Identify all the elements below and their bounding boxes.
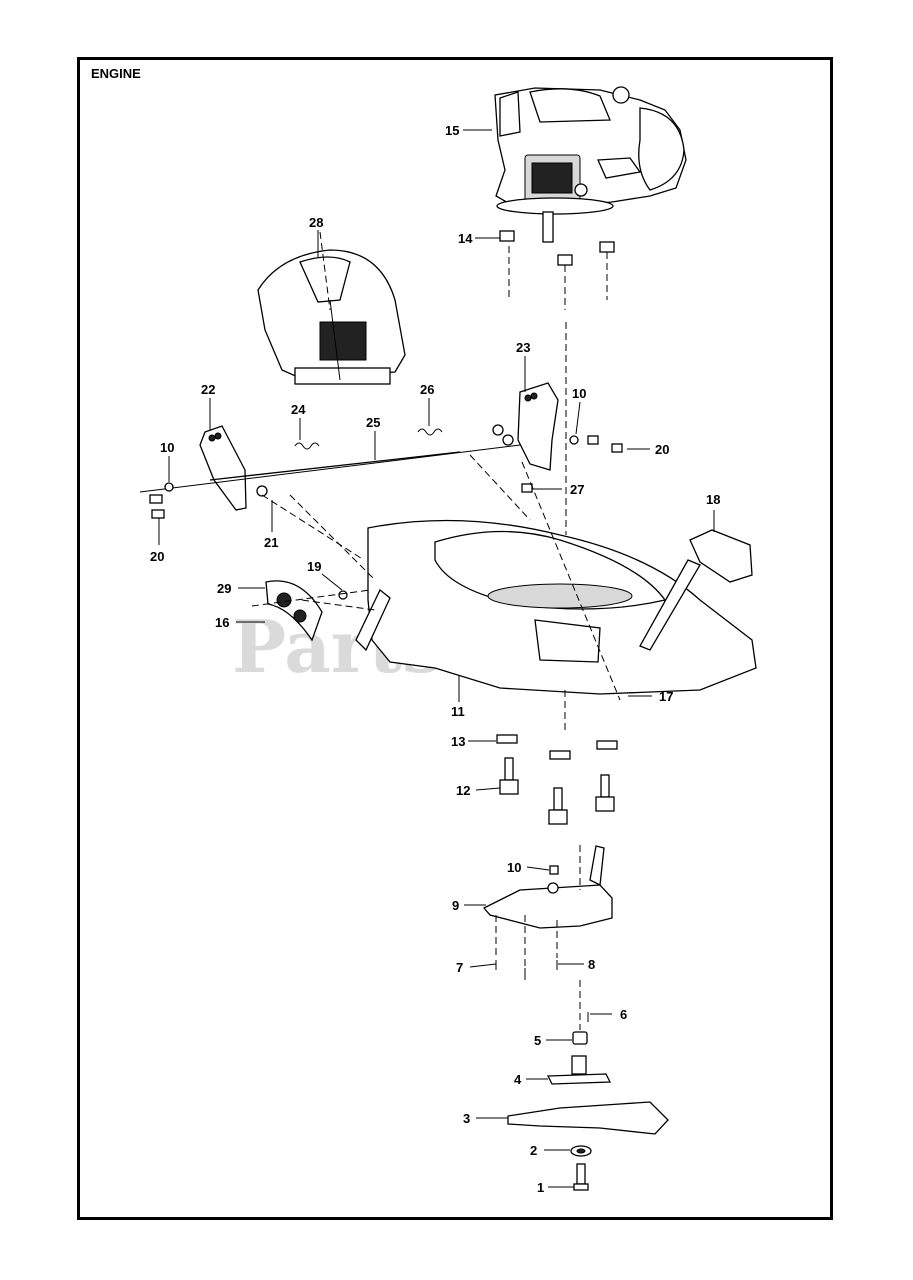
callout-5: 5 (534, 1033, 541, 1048)
callout-25: 25 (366, 415, 380, 430)
deck-part (355, 519, 757, 695)
callout-11: 11 (451, 704, 465, 719)
callout-1: 1 (537, 1180, 544, 1195)
callout-24: 24 (291, 402, 306, 417)
callout-10-left: 10 (160, 440, 174, 455)
callout-14: 14 (458, 231, 473, 246)
callout-20-left: 20 (150, 549, 164, 564)
callout-8: 8 (588, 957, 595, 972)
callout-16: 16 (215, 615, 229, 630)
callout-21: 21 (264, 535, 278, 550)
right-bracket-part (517, 382, 559, 471)
callout-13: 13 (451, 734, 465, 749)
callout-23: 23 (516, 340, 530, 355)
callout-9: 9 (452, 898, 459, 913)
callout-7: 7 (456, 960, 463, 975)
callout-12: 12 (456, 783, 470, 798)
callout-29: 29 (217, 581, 231, 596)
cover-part (257, 249, 406, 385)
diagram-frame (77, 57, 833, 1220)
callout-2: 2 (530, 1143, 537, 1158)
callout-22: 22 (201, 382, 215, 397)
leader-lines (158, 129, 715, 1188)
diagram-title: ENGINE (91, 66, 141, 81)
callout-26: 26 (420, 382, 434, 397)
callout-17: 17 (659, 689, 673, 704)
engine-part (494, 86, 687, 243)
callout-3: 3 (463, 1111, 470, 1126)
callout-4: 4 (514, 1072, 522, 1087)
callout-6: 6 (620, 1007, 627, 1022)
callout-15: 15 (445, 123, 459, 138)
callout-18: 18 (706, 492, 720, 507)
callout-10-right: 10 (572, 386, 586, 401)
callout-28: 28 (309, 215, 323, 230)
callout-10-lower: 10 (507, 860, 521, 875)
left-bracket-part (199, 425, 247, 511)
callout-27: 27 (570, 482, 584, 497)
callout-19: 19 (307, 559, 321, 574)
callout-20-right: 20 (655, 442, 669, 457)
